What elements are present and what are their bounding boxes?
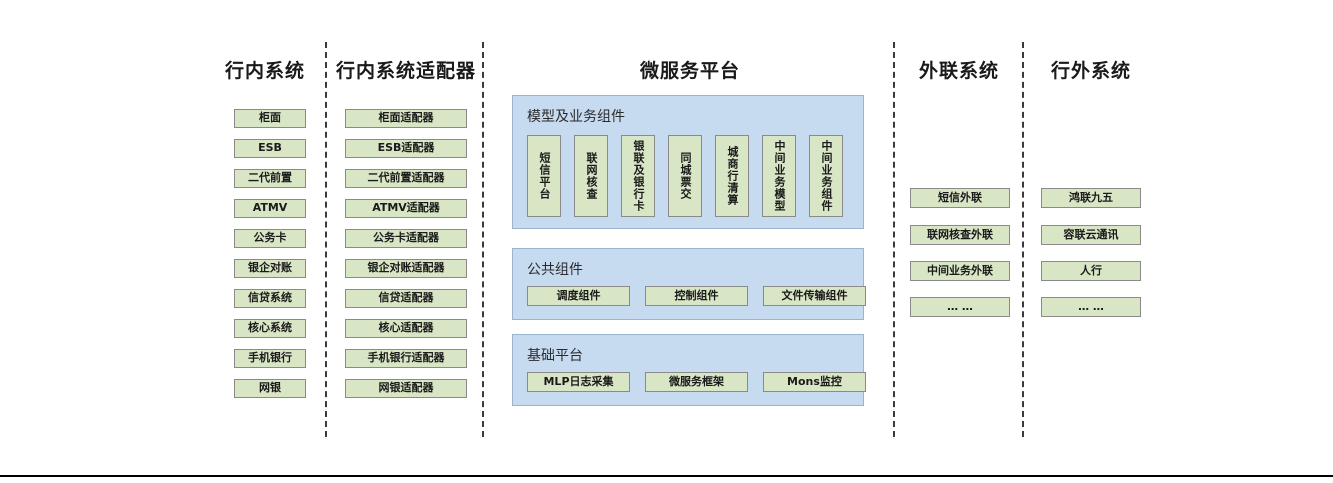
node-inbank-3[interactable]: ATMV <box>234 199 306 218</box>
node-inbank-8[interactable]: 手机银行 <box>234 349 306 368</box>
column-title-platform: 微服务平台 <box>639 60 740 82</box>
node-common-2[interactable]: 文件传输组件 <box>763 286 866 306</box>
node-model-0[interactable]: 短信平台 <box>527 135 561 217</box>
column-title-inbank: 行内系统 <box>224 60 305 82</box>
node-inbank-adapter-6[interactable]: 信贷适配器 <box>345 289 467 308</box>
node-inbank-7[interactable]: 核心系统 <box>234 319 306 338</box>
node-inbank-5[interactable]: 银企对账 <box>234 259 306 278</box>
node-outbank-3[interactable]: … … <box>1041 297 1141 317</box>
separator-4 <box>1022 42 1024 437</box>
node-model-2[interactable]: 银联及银行卡 <box>621 135 655 217</box>
panel-title-model-business: 模型及业务组件 <box>527 109 625 125</box>
node-inbank-adapter-3[interactable]: ATMV适配器 <box>345 199 467 218</box>
node-model-4[interactable]: 城商行清算 <box>715 135 749 217</box>
node-inbank-1[interactable]: ESB <box>234 139 306 158</box>
node-inbank-6[interactable]: 信贷系统 <box>234 289 306 308</box>
node-inbank-9[interactable]: 网银 <box>234 379 306 398</box>
separator-1 <box>325 42 327 437</box>
node-model-5[interactable]: 中间业务模型 <box>762 135 796 217</box>
node-base-1[interactable]: 微服务框架 <box>645 372 748 392</box>
panel-common-components: 公共组件 <box>512 248 864 320</box>
node-external-link-3[interactable]: … … <box>910 297 1010 317</box>
node-inbank-adapter-4[interactable]: 公务卡适配器 <box>345 229 467 248</box>
column-title-inbank-adapter: 行内系统适配器 <box>335 60 476 82</box>
node-model-3[interactable]: 同城票交 <box>668 135 702 217</box>
bottom-divider <box>0 475 1333 477</box>
node-inbank-adapter-1[interactable]: ESB适配器 <box>345 139 467 158</box>
panel-title-common-components: 公共组件 <box>527 262 583 278</box>
node-inbank-adapter-7[interactable]: 核心适配器 <box>345 319 467 338</box>
node-outbank-1[interactable]: 容联云通讯 <box>1041 225 1141 245</box>
node-external-link-0[interactable]: 短信外联 <box>910 188 1010 208</box>
node-model-1[interactable]: 联网核查 <box>574 135 608 217</box>
node-outbank-0[interactable]: 鸿联九五 <box>1041 188 1141 208</box>
node-outbank-2[interactable]: 人行 <box>1041 261 1141 281</box>
node-model-6[interactable]: 中间业务组件 <box>809 135 843 217</box>
node-inbank-adapter-0[interactable]: 柜面适配器 <box>345 109 467 128</box>
node-common-1[interactable]: 控制组件 <box>645 286 748 306</box>
separator-3 <box>893 42 895 437</box>
column-title-outbank: 行外系统 <box>1050 60 1131 82</box>
node-inbank-2[interactable]: 二代前置 <box>234 169 306 188</box>
node-inbank-adapter-9[interactable]: 网银适配器 <box>345 379 467 398</box>
node-inbank-adapter-5[interactable]: 银企对账适配器 <box>345 259 467 278</box>
node-inbank-4[interactable]: 公务卡 <box>234 229 306 248</box>
panel-base-platform: 基础平台 <box>512 334 864 406</box>
node-base-0[interactable]: MLP日志采集 <box>527 372 630 392</box>
node-inbank-0[interactable]: 柜面 <box>234 109 306 128</box>
node-base-2[interactable]: Mons监控 <box>763 372 866 392</box>
panel-title-base-platform: 基础平台 <box>527 348 583 364</box>
column-title-external-link: 外联系统 <box>918 60 999 82</box>
node-external-link-1[interactable]: 联网核查外联 <box>910 225 1010 245</box>
separator-2 <box>482 42 484 437</box>
node-common-0[interactable]: 调度组件 <box>527 286 630 306</box>
node-external-link-2[interactable]: 中间业务外联 <box>910 261 1010 281</box>
node-inbank-adapter-8[interactable]: 手机银行适配器 <box>345 349 467 368</box>
node-inbank-adapter-2[interactable]: 二代前置适配器 <box>345 169 467 188</box>
